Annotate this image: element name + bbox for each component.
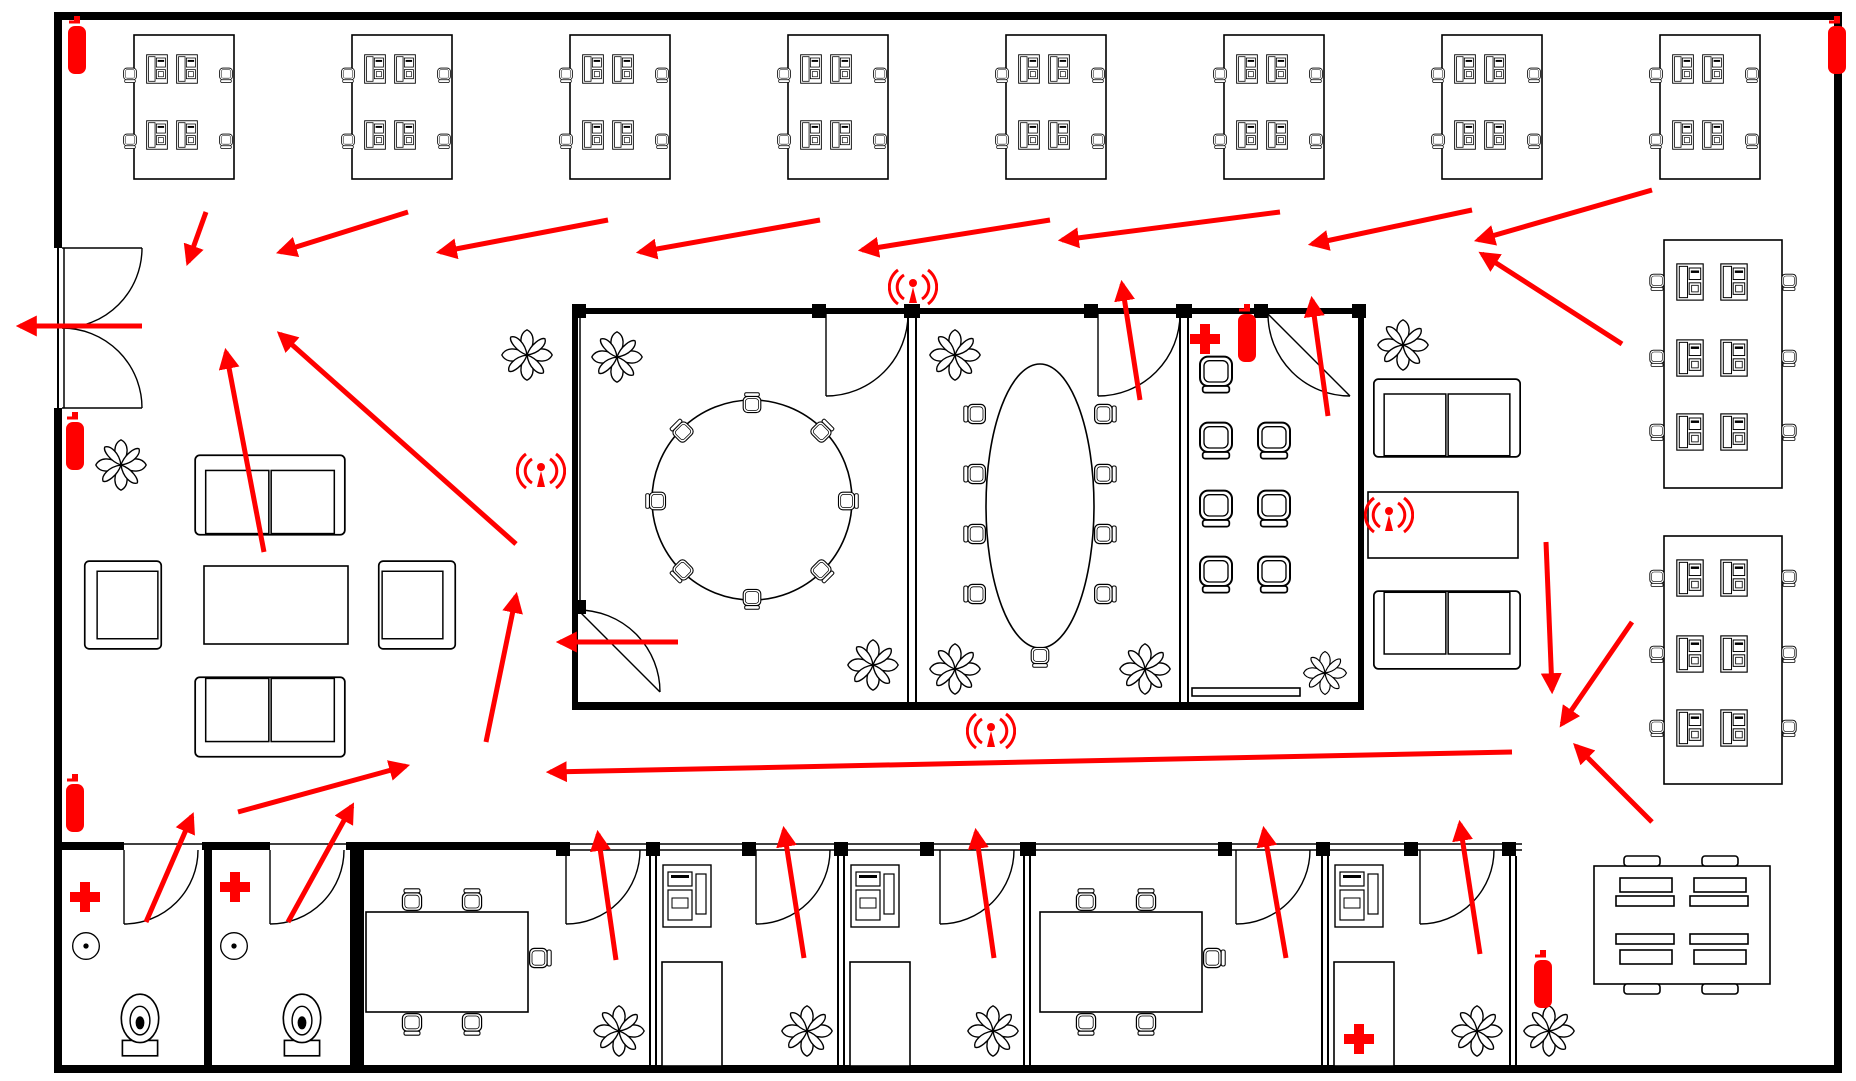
- plant-icon: [781, 1005, 833, 1057]
- fire-extinguisher-icon: [64, 412, 86, 472]
- plant-icon: [95, 439, 147, 491]
- sink: [220, 932, 248, 960]
- plant-icon: [847, 639, 899, 691]
- fire-extinguisher-icon: [66, 16, 88, 76]
- desk-cluster: [778, 35, 888, 179]
- bottom-room-doors: [123, 849, 1495, 925]
- bottom-meeting-tables: [365, 888, 1226, 1036]
- wifi-alarm-icon: [516, 452, 566, 490]
- top-desk-row: [124, 35, 1760, 179]
- desk-cluster: [342, 35, 452, 179]
- plant-icon: [1119, 643, 1171, 695]
- first-aid-icon: [220, 872, 250, 902]
- first-aid-icon: [1190, 324, 1220, 354]
- outer-walls: [54, 12, 1842, 1073]
- plant-icon: [1523, 1005, 1575, 1057]
- sofa: [194, 454, 346, 536]
- armchair: [83, 560, 163, 650]
- right-lounge: [1367, 378, 1522, 670]
- plant-icon: [501, 329, 553, 381]
- desk-cluster: [1214, 35, 1324, 179]
- plant-icon: [929, 643, 981, 695]
- desk-cluster: [996, 35, 1106, 179]
- office-workstations: [661, 864, 1395, 1067]
- lounge-area: [83, 454, 457, 758]
- sink: [71, 932, 101, 960]
- desk-cluster: [124, 35, 234, 179]
- desk-cluster: [1432, 35, 1542, 179]
- central-room-doors: [577, 313, 1351, 693]
- toilet: [120, 993, 160, 1057]
- wifi-alarm-icon: [966, 712, 1016, 750]
- plant-icon: [1377, 319, 1429, 371]
- fire-extinguisher-icon: [64, 774, 86, 834]
- first-aid-icon: [70, 882, 100, 912]
- plant-icon: [1302, 650, 1348, 696]
- wifi-alarm-icon: [888, 268, 938, 306]
- bottom-room-walls: [54, 842, 1522, 1072]
- plant-icon: [591, 331, 643, 383]
- coffee-table: [1367, 491, 1519, 559]
- restroom-fixtures: [71, 932, 322, 1057]
- sofa: [1372, 590, 1522, 670]
- central-room-walls: [572, 304, 1366, 710]
- coffee-table: [203, 565, 349, 645]
- armchair: [377, 560, 457, 650]
- break-room-chairs: [1191, 355, 1301, 697]
- plant-icon: [593, 1005, 645, 1057]
- evacuation-arrows: [15, 187, 1654, 961]
- right-desk-clusters: [1593, 239, 1797, 995]
- desk-cluster: [560, 35, 670, 179]
- sofa: [194, 676, 346, 758]
- fire-extinguisher-icon: [1532, 950, 1554, 1010]
- conference-table: [963, 363, 1117, 668]
- round-meeting-table: [645, 392, 859, 610]
- plant-icon: [929, 329, 981, 381]
- plant-icon: [1451, 1005, 1503, 1057]
- sofa: [1372, 378, 1522, 458]
- toilet: [282, 993, 322, 1057]
- desk-cluster: [1650, 35, 1760, 179]
- plant-icon: [967, 1005, 1019, 1057]
